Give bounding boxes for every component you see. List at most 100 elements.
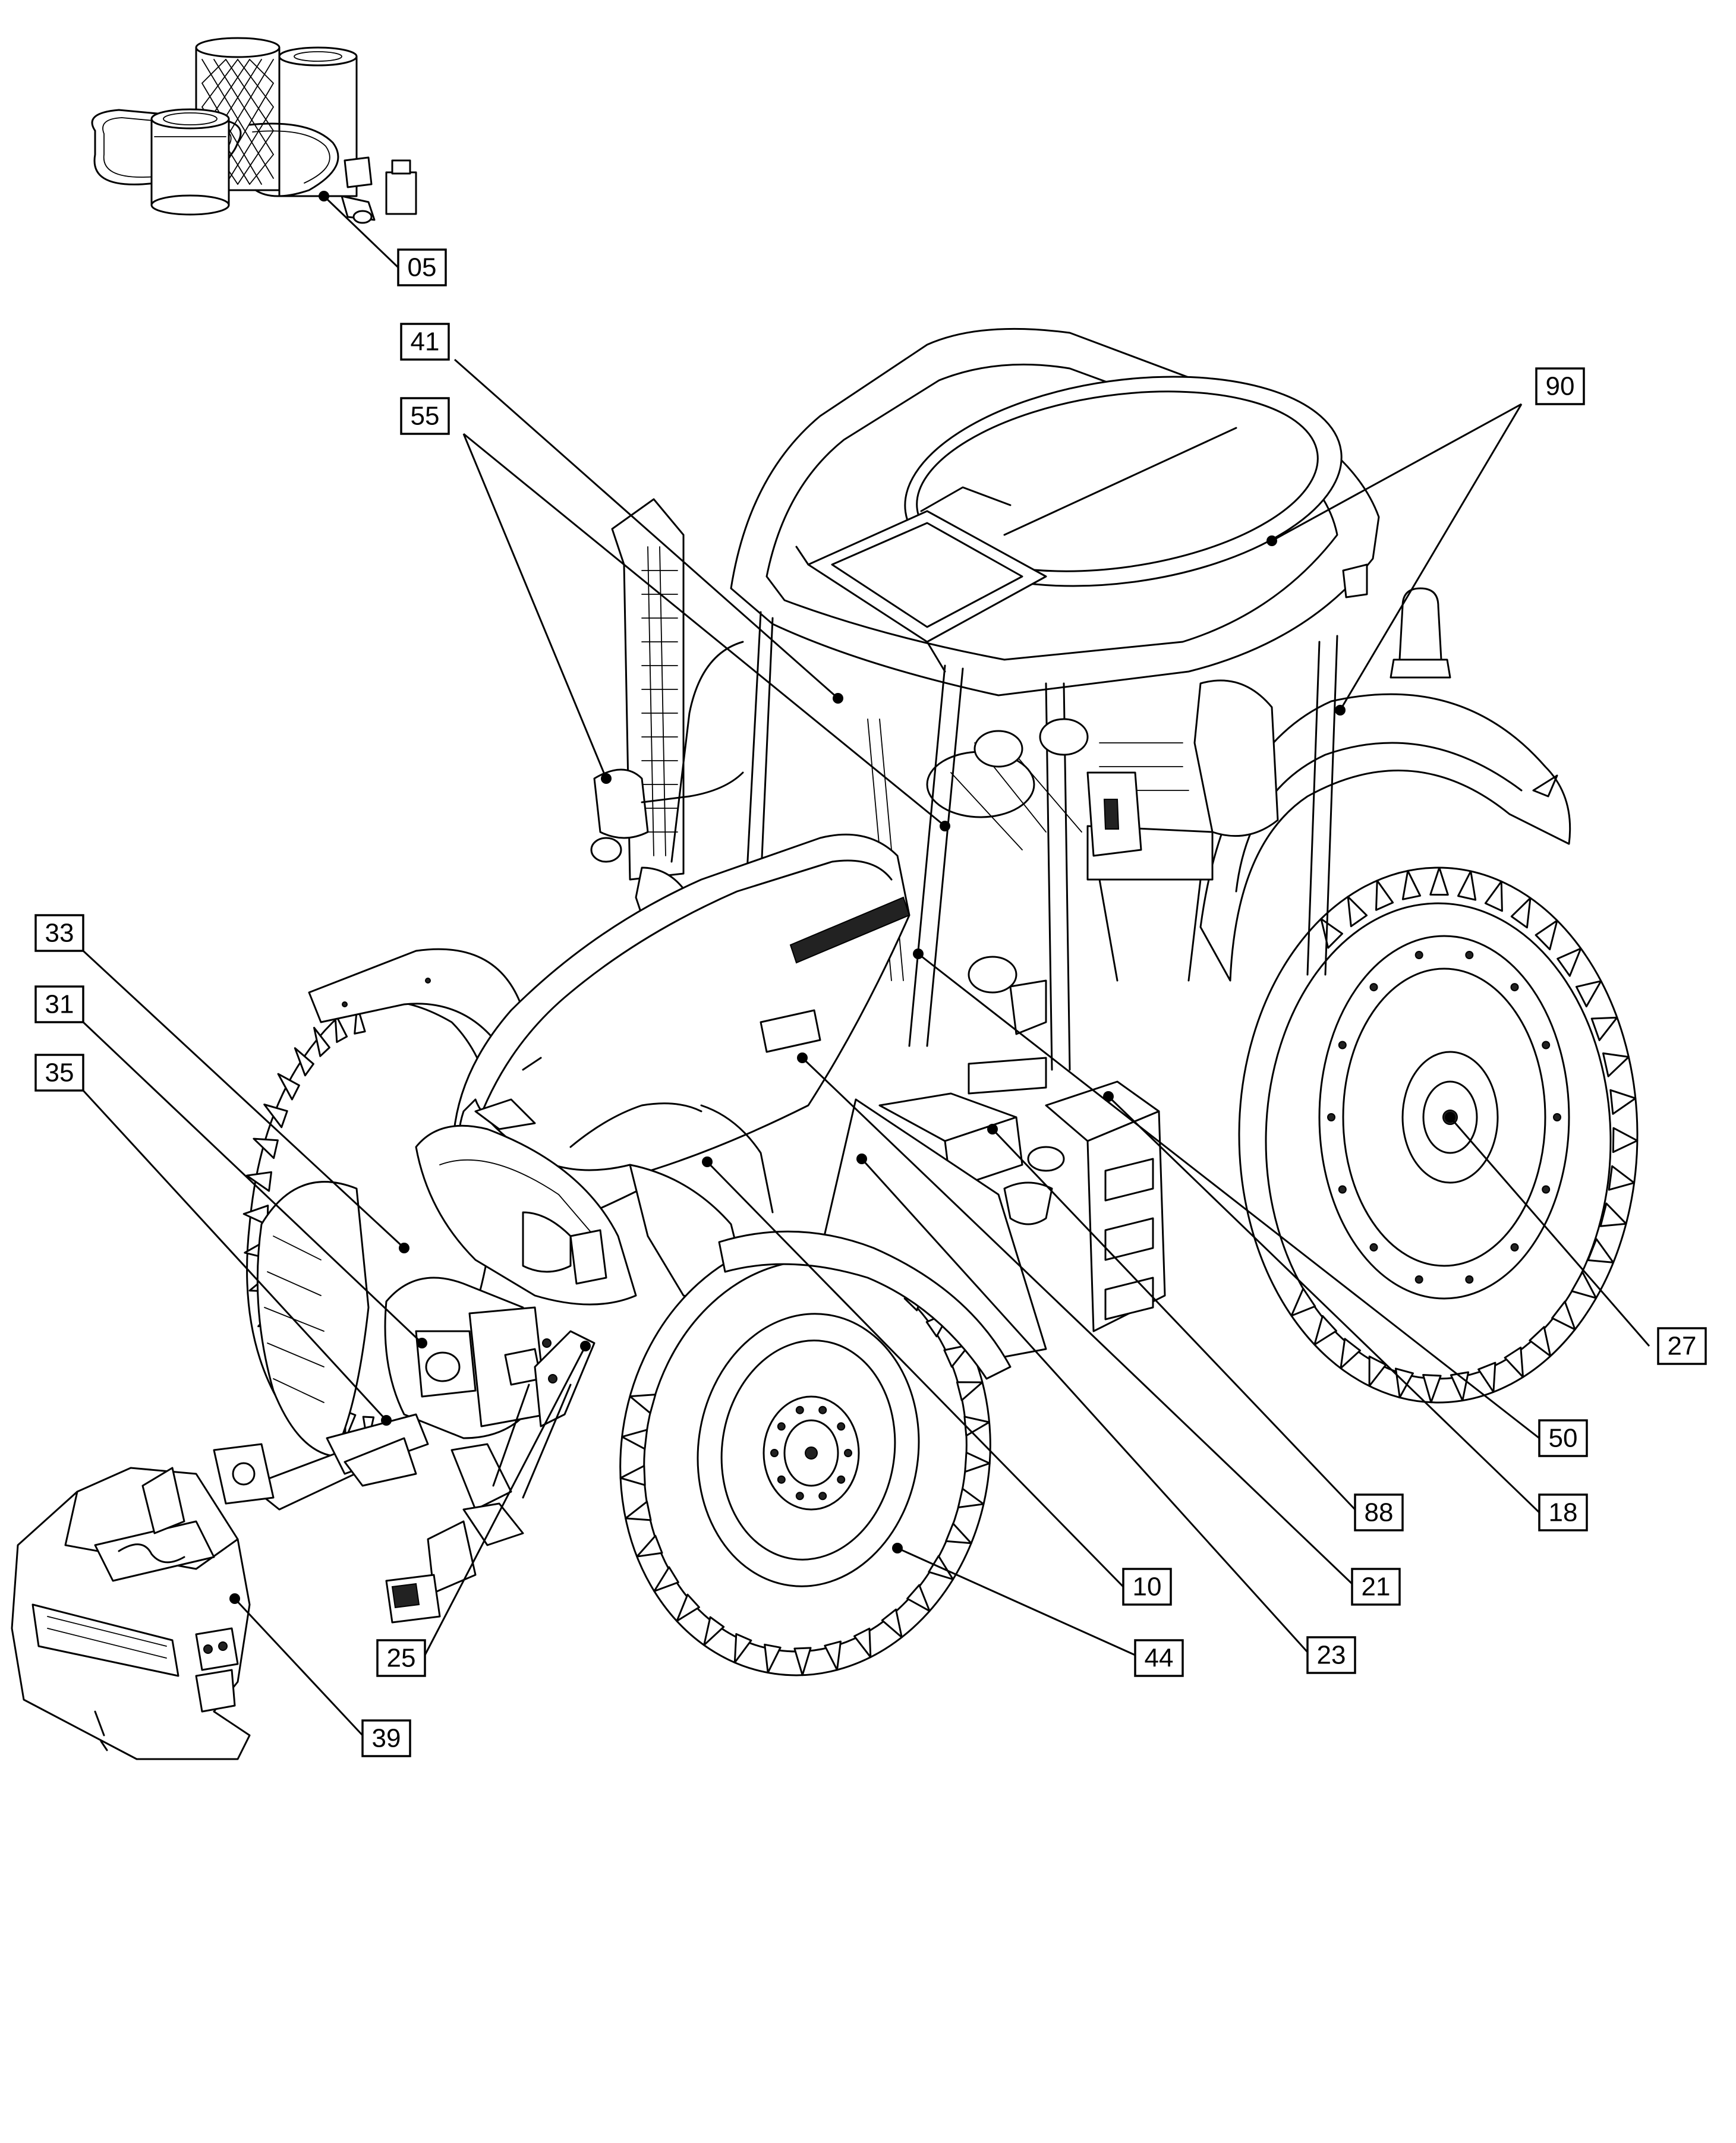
callout-33: 33	[34, 914, 84, 952]
svg-text:10: 10	[1133, 1572, 1162, 1602]
callout-39: 39	[361, 1719, 411, 1757]
wheel-bolt	[1369, 983, 1378, 992]
tread-lug	[1368, 1356, 1387, 1387]
callout-18: 18	[1538, 1493, 1588, 1531]
tread-lug	[629, 1394, 657, 1414]
wheel-bolt	[837, 1475, 846, 1484]
wheel-bolt	[844, 1449, 852, 1457]
wheel-bolt	[1510, 1243, 1519, 1252]
svg-text:23: 23	[1317, 1641, 1346, 1670]
tread-lug	[964, 1451, 991, 1473]
svg-text:55: 55	[411, 402, 440, 431]
tread-lug	[1590, 1016, 1618, 1041]
tread-lug	[1551, 1300, 1576, 1331]
tread-lug	[313, 1026, 330, 1057]
tread-lug	[703, 1616, 725, 1646]
callout-44: 44	[1134, 1639, 1184, 1677]
callout-55: 55	[400, 397, 450, 435]
wheel-bolt	[837, 1422, 846, 1431]
callout-21: 21	[1351, 1568, 1401, 1606]
tread-lug	[277, 1073, 300, 1101]
front-right-wheel	[619, 1236, 991, 1676]
tread-lug	[625, 1501, 652, 1521]
tread-lug	[1609, 1089, 1637, 1115]
wheel-bolt	[1338, 1185, 1347, 1194]
rear-right-wheel	[1238, 866, 1639, 1404]
tread-lug	[1612, 1127, 1639, 1154]
svg-text:33: 33	[45, 919, 74, 948]
tread-lug	[1422, 1374, 1442, 1404]
callout-23: 23	[1306, 1636, 1356, 1674]
wheel-bolt	[795, 1405, 804, 1414]
front-weight-illustration	[11, 1467, 251, 1760]
tread-lug	[957, 1488, 985, 1508]
tread-lug	[636, 1534, 663, 1558]
tread-lug	[943, 1344, 971, 1368]
svg-text:41: 41	[411, 327, 440, 357]
wheel-bolt	[1414, 1275, 1423, 1284]
tread-lug	[733, 1633, 752, 1663]
wheel-bolt	[1465, 1275, 1474, 1284]
tread-lug	[1510, 897, 1532, 929]
tread-lug	[945, 1523, 972, 1545]
callout-35: 35	[34, 1054, 84, 1092]
wheel-bolt	[1510, 983, 1519, 992]
tread-lug	[1477, 1362, 1496, 1393]
tractor-illustration	[213, 327, 1639, 1676]
wheel-bolt	[1327, 1113, 1335, 1121]
callout-90: 90	[1535, 367, 1585, 405]
callout-10: 10	[1122, 1568, 1172, 1606]
tread-lug	[245, 1171, 272, 1192]
tread-lug	[1529, 1326, 1552, 1357]
wheel-bolt	[1553, 1113, 1561, 1121]
wheel-bolt	[1542, 1041, 1551, 1050]
tread-lug	[676, 1593, 700, 1622]
svg-text:88: 88	[1365, 1498, 1394, 1527]
callout-labels: 05 41 55 90 33 31 35 27 50 88 18 10 21 2…	[34, 248, 1707, 1757]
tread-lug	[1347, 896, 1368, 928]
wheel-bolt	[1542, 1185, 1551, 1194]
tread-lug	[1587, 1238, 1614, 1263]
tread-lug	[1290, 1287, 1316, 1317]
tread-lug	[1535, 919, 1558, 951]
svg-text:90: 90	[1546, 372, 1575, 401]
tread-lug	[1608, 1165, 1636, 1191]
callout-25: 25	[376, 1639, 426, 1677]
wheel-bolt	[818, 1405, 827, 1414]
tread-lug	[1599, 1202, 1627, 1227]
tread-lug	[881, 1608, 903, 1638]
tread-lug	[1375, 880, 1394, 911]
leader-lines	[82, 195, 1650, 1737]
tread-lug	[906, 1584, 931, 1612]
tread-lug	[653, 1566, 679, 1592]
tread-lug	[1313, 1315, 1337, 1346]
svg-text:25: 25	[387, 1644, 416, 1673]
tread-lug	[1484, 880, 1503, 912]
tread-lug	[334, 1012, 348, 1043]
svg-text:27: 27	[1668, 1332, 1697, 1361]
wheel-bolt	[777, 1475, 786, 1484]
callout-50: 50	[1538, 1419, 1588, 1457]
callout-05: 05	[397, 248, 447, 286]
tread-lug	[253, 1137, 279, 1159]
tread-lug	[621, 1429, 648, 1450]
callout-41: 41	[400, 323, 450, 361]
filter-kit-illustration	[91, 37, 417, 224]
leader-dots	[229, 191, 1455, 1604]
tread-lug	[764, 1643, 782, 1674]
tread-lug	[1340, 1338, 1361, 1369]
callout-27: 27	[1657, 1327, 1707, 1365]
svg-text:44: 44	[1145, 1644, 1174, 1673]
svg-text:21: 21	[1362, 1572, 1391, 1602]
svg-text:35: 35	[45, 1058, 74, 1088]
tread-lug	[956, 1381, 984, 1401]
tread-lug	[294, 1047, 314, 1077]
tread-lug	[1457, 870, 1477, 901]
svg-text:18: 18	[1549, 1498, 1578, 1527]
tread-lug	[1429, 866, 1449, 896]
callout-31: 31	[34, 985, 84, 1023]
wheel-bolt	[1338, 1041, 1347, 1050]
svg-text:39: 39	[372, 1724, 401, 1753]
wheel-bolt	[777, 1422, 786, 1431]
